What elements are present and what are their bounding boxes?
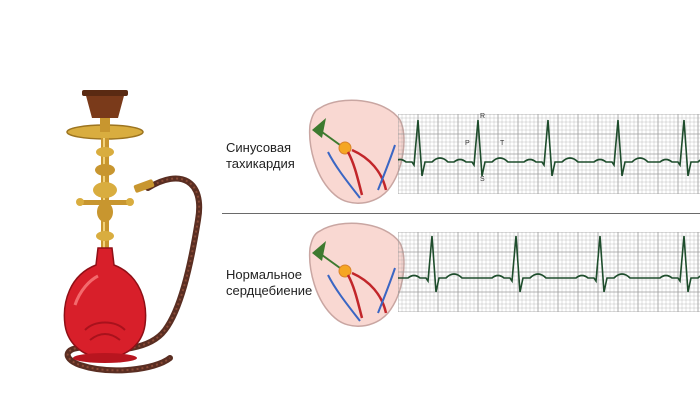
- label-sinus-tachycardia: Синусовая тахикардия: [226, 140, 336, 172]
- ecg-strip-normal: [398, 232, 700, 312]
- label-normal-heartbeat: Нормальное сердцебиение: [226, 267, 336, 299]
- heart-conduction-icon: [308, 222, 405, 327]
- label-line: сердцебиение: [226, 283, 313, 298]
- label-line: тахикардия: [226, 156, 295, 171]
- wave-label-t: T: [500, 140, 505, 147]
- label-line: Нормальное: [226, 267, 303, 282]
- row-divider: [222, 213, 700, 214]
- ecg-strip-tachycardia: [398, 114, 700, 194]
- wave-label-r: R: [480, 113, 486, 120]
- ecg-trace: [398, 235, 700, 293]
- ecg-trace: [398, 119, 700, 177]
- heart-conduction-icon: [308, 99, 405, 204]
- wave-label-s: S: [480, 176, 485, 183]
- label-line: Синусовая: [226, 140, 292, 155]
- wave-label-p: P: [465, 140, 470, 147]
- hookah-icon: [63, 90, 203, 374]
